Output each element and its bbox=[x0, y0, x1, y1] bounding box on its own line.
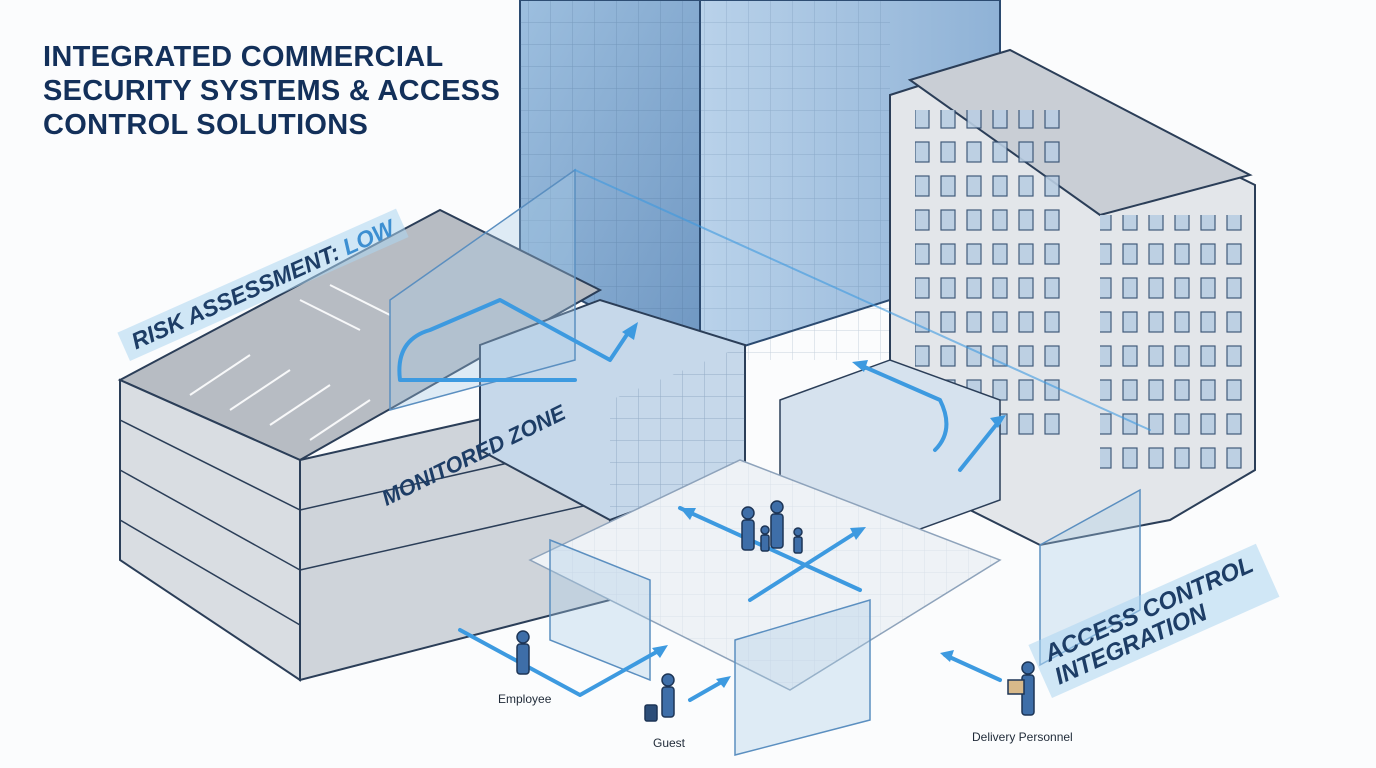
delivery-figure bbox=[1007, 661, 1035, 716]
arrowheads bbox=[622, 322, 1006, 688]
plaza-floor bbox=[528, 459, 1002, 691]
employee-figure bbox=[516, 630, 530, 675]
employee-label: Employee bbox=[498, 692, 552, 706]
family-figures bbox=[741, 500, 803, 554]
people bbox=[516, 500, 1035, 722]
page-title: INTEGRATED COMMERCIAL SECURITY SYSTEMS &… bbox=[43, 41, 501, 141]
delivery-personnel-label: Delivery Personnel bbox=[972, 730, 1073, 744]
flow-paths bbox=[397, 169, 1151, 702]
guest-figure bbox=[644, 673, 675, 722]
guest-label: Guest bbox=[653, 736, 686, 750]
lobby-building bbox=[479, 298, 1001, 541]
